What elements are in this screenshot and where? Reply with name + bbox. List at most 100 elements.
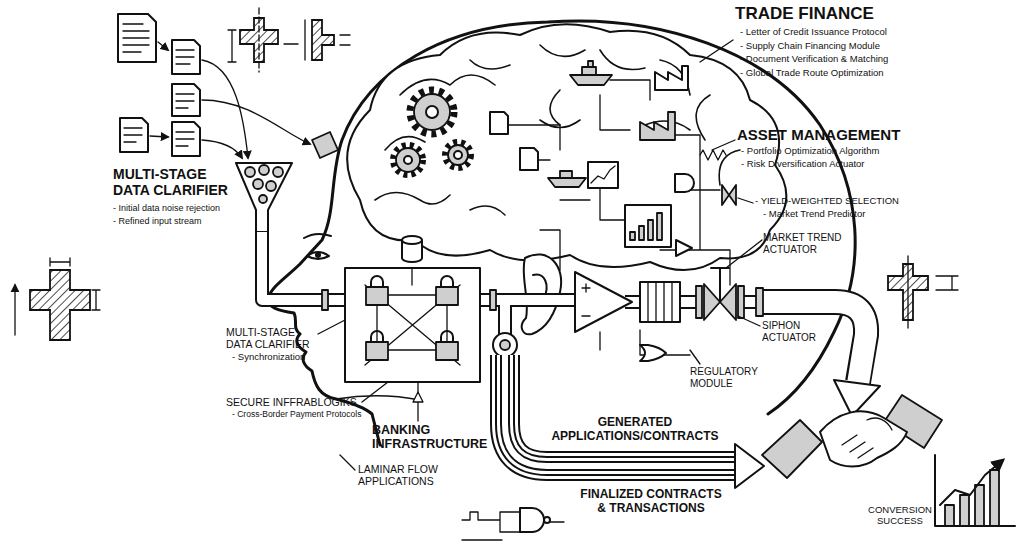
dimension-line: [14, 285, 15, 335]
gear-body: [448, 145, 468, 165]
lock-shackle: [371, 276, 453, 342]
section-symbol: [312, 20, 334, 60]
finger-lines: [842, 418, 892, 458]
callout-heading: BANKING INFRASTRUCTURE: [372, 423, 494, 452]
bullet-note: - Cross-Border Payment Protocols: [232, 410, 377, 420]
bullet-note: - Supply Chain Financing Module: [740, 41, 1010, 52]
bar-chart-box: [625, 205, 671, 247]
valve-symbol: [722, 185, 736, 205]
head-outline: [268, 21, 856, 445]
lock-matrix-box: [345, 268, 480, 382]
gear: [410, 90, 454, 134]
bullet-note: - Letter of Credit Issuance Protocol: [740, 27, 1010, 38]
coin: [259, 165, 269, 175]
callout-label: CONVERSION SUCCESS: [862, 505, 938, 527]
document-lines: [176, 132, 194, 146]
leader-line: [362, 382, 388, 402]
callout-label: SIPHON ACTUATOR: [762, 320, 837, 343]
document-icon: [490, 112, 508, 134]
amplifier-marks: [582, 284, 590, 316]
coins: [245, 165, 283, 203]
bullet-note: - Synchronization: [232, 352, 352, 363]
handshake: [762, 395, 942, 478]
lock-body: [366, 342, 388, 360]
flow-arrow: [202, 100, 310, 144]
lock-body: [436, 287, 458, 305]
gear-body: [396, 148, 420, 172]
factory-icon: [655, 66, 688, 90]
pipe-outline: [262, 232, 770, 335]
callout-label: LAMINAR FLOW APPLICATIONS: [358, 463, 458, 487]
bullet-note: - Global Trade Route Optimization: [740, 68, 1010, 79]
or-gate: [640, 345, 666, 361]
lock-matrix-wires: [365, 268, 460, 365]
pipe-junction: [493, 333, 517, 357]
bullet-note: - Initial data noise rejection: [113, 203, 263, 213]
sleeve: [762, 420, 822, 478]
pipe-flange: [490, 290, 496, 310]
pointer-triangle: [413, 392, 423, 402]
document-lines: [176, 94, 194, 108]
valve-flange: [696, 286, 702, 318]
coin: [259, 195, 267, 203]
gear-hub: [426, 106, 438, 118]
pipe-junction-core: [500, 340, 510, 350]
leader-line: [738, 198, 753, 203]
bullet-note: - YIELD-WEIGHTED SELECTION: [755, 196, 1010, 207]
amplifier-symbol: [575, 272, 632, 332]
clasped-hands: [820, 411, 907, 466]
leader-line: [690, 350, 700, 364]
callout-label: SECURE INFFRABLOGIKS: [226, 396, 396, 408]
pupil: [315, 252, 321, 258]
lock-icons: [366, 276, 458, 360]
bullet-note: - Risk Diversification Actuator: [741, 159, 1011, 170]
gear-teeth: [393, 145, 423, 175]
brain-folds: [375, 45, 740, 215]
gear: [445, 142, 471, 168]
flow-arrow: [202, 140, 242, 158]
bullet-note: - Portfolio Optimization Algorithm: [741, 146, 1011, 157]
eyebrow: [304, 234, 331, 238]
cylinder-module: [640, 282, 680, 322]
section-heading: MULTI-STAGE DATA CLARIFIER: [113, 166, 241, 198]
leader-line: [726, 240, 762, 268]
funnel: [236, 163, 292, 232]
section-symbol: [30, 270, 90, 340]
and-gate: [675, 174, 694, 192]
database-cylinder: [402, 236, 422, 262]
valve-handle: [711, 268, 729, 302]
bullet-note: - Refined input stream: [113, 216, 263, 226]
resistor-symbol: [700, 150, 726, 160]
flow-arrow: [202, 60, 248, 158]
chart-axes: [935, 455, 1015, 526]
document-icon: [172, 122, 200, 156]
section-heading: ASSET MANAGEMENT: [737, 126, 1007, 143]
chart-bars: [945, 470, 999, 526]
lock-body: [436, 342, 458, 360]
callout-label: MULTI-STAGE DATA CLARIFIER: [226, 326, 323, 350]
callout-label: MARKET TREND ACTUATOR: [763, 232, 855, 255]
pipe-flange: [322, 290, 328, 310]
bullet-note: - Market Trend Predictor: [763, 209, 1013, 220]
eye: [307, 252, 329, 259]
logic-wires: [462, 512, 564, 540]
dimension-line: [305, 20, 350, 60]
section-heading: TRADE FINANCE: [735, 4, 955, 24]
callout-label: REGULATORY MODULE: [690, 366, 775, 389]
document-icon: [520, 148, 538, 170]
ship-icon: [548, 171, 586, 187]
buffer-gate: [676, 240, 692, 256]
flow-label: FINALIZED CONTRACTS & TRANSACTIONS: [576, 488, 726, 516]
pipe-flange: [756, 288, 763, 316]
coin: [273, 167, 283, 177]
document-icon: [118, 14, 156, 62]
nand-bubble: [544, 517, 550, 523]
document-icon: [172, 40, 200, 74]
gear: [393, 145, 423, 175]
lock-body: [366, 287, 388, 305]
flow-arrow: [158, 42, 168, 50]
forehead-plug: [312, 132, 338, 158]
